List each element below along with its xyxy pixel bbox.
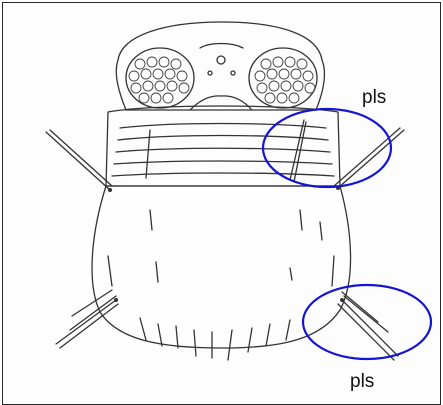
seta bbox=[342, 300, 398, 356]
highlight-ellipse-bottom bbox=[303, 285, 431, 359]
ocellus bbox=[231, 71, 235, 75]
right-eye bbox=[249, 48, 317, 108]
left-eye bbox=[126, 48, 194, 108]
ocellus bbox=[217, 56, 225, 64]
seta bbox=[46, 132, 110, 190]
seta bbox=[338, 130, 404, 188]
ocellus bbox=[208, 71, 212, 75]
label-pls-bottom: pls bbox=[350, 372, 374, 391]
label-pls-top: pls bbox=[362, 88, 386, 107]
body-segment bbox=[92, 186, 351, 348]
